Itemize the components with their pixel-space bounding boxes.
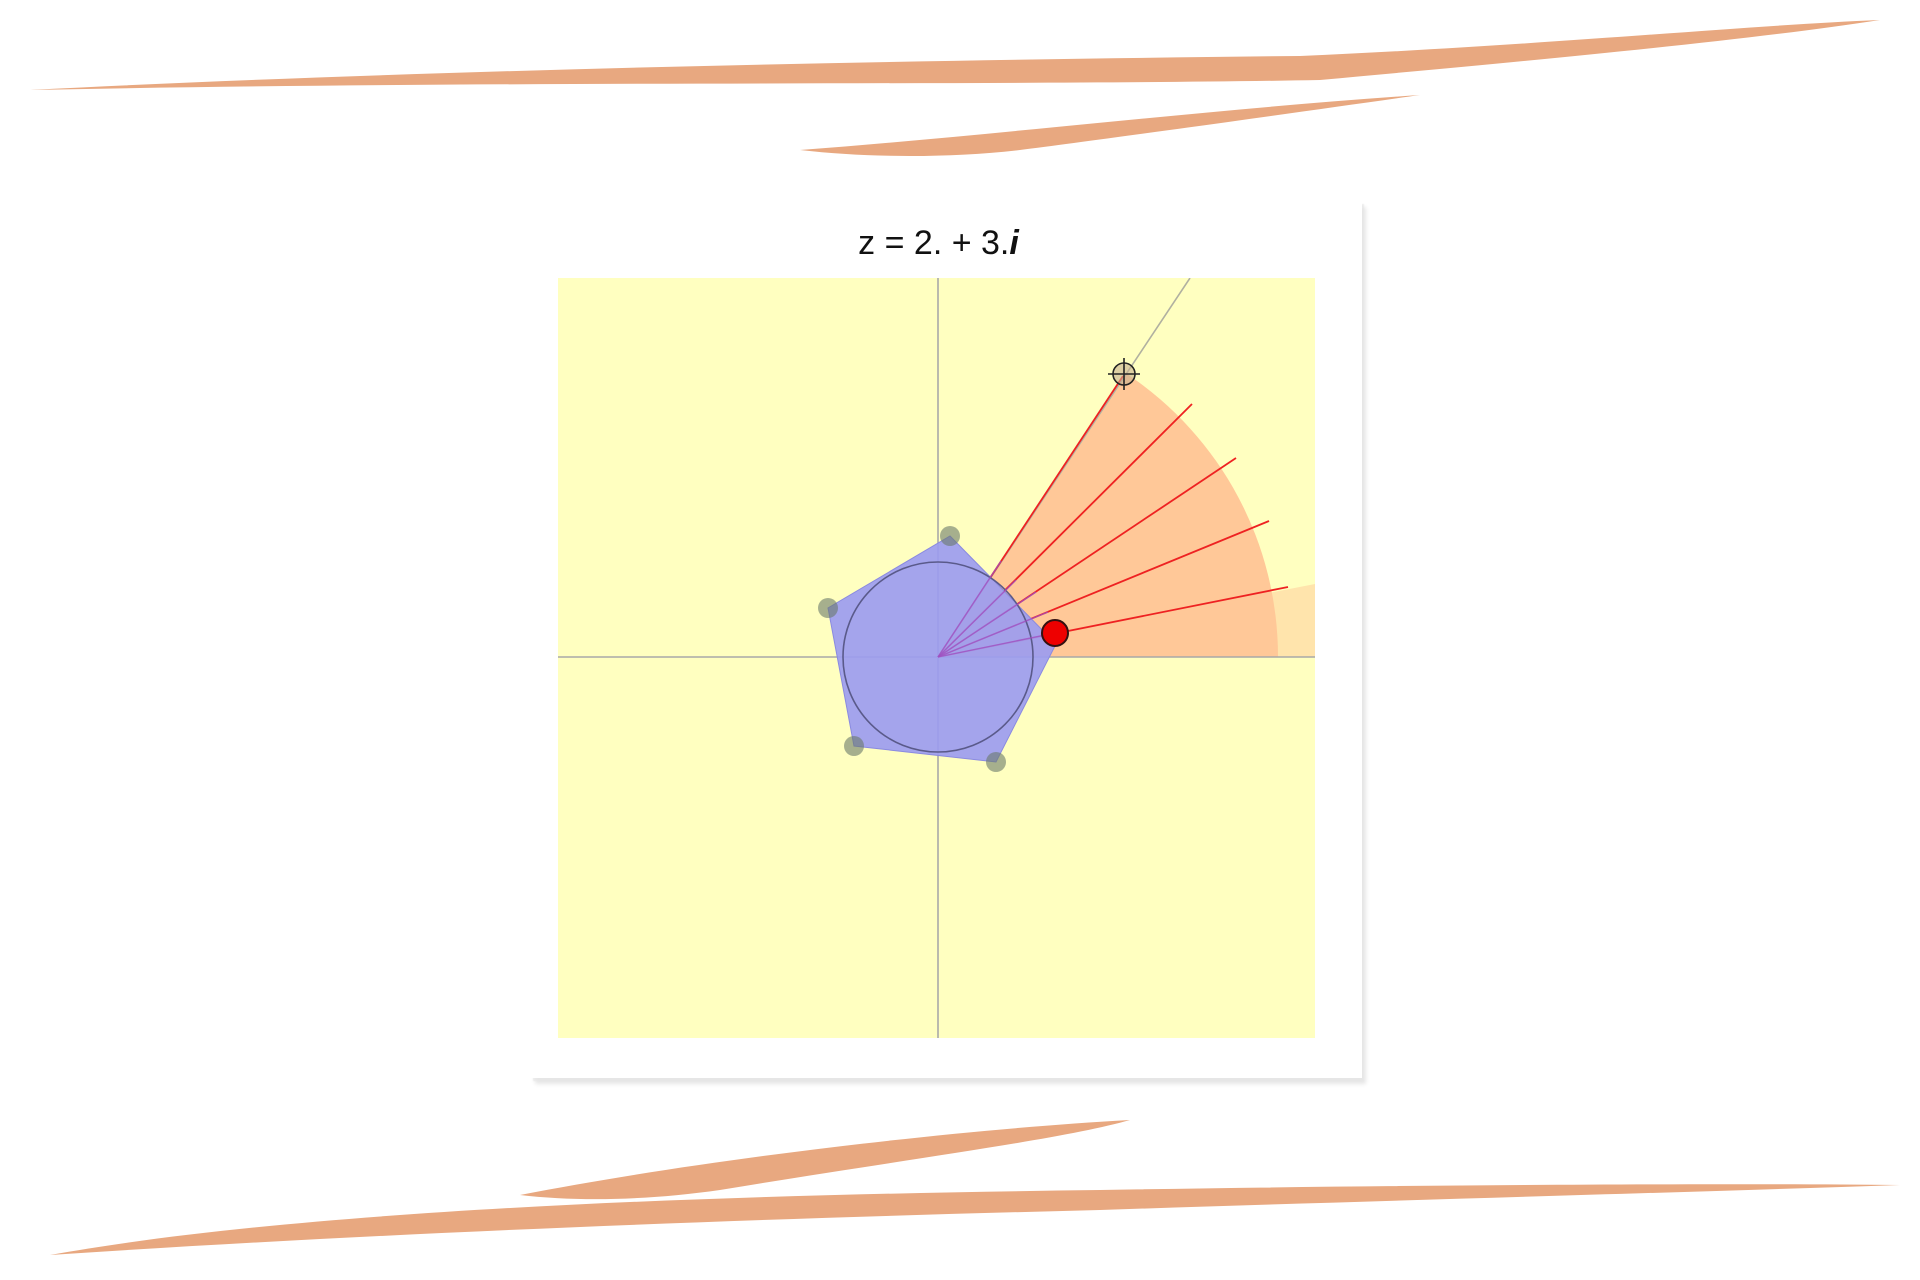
root-pentagon — [827, 535, 1057, 763]
crosshair-target-icon[interactable] — [1108, 358, 1140, 390]
complex-plane-svg[interactable] — [558, 278, 1315, 1038]
top-brush-stroke-long — [30, 20, 1880, 90]
ray-overlay-3 — [937, 591, 1037, 658]
ray-overlay-2 — [937, 579, 1017, 658]
plot-title-imaginary-unit: i — [1009, 224, 1019, 262]
pentagon-vertex-4[interactable] — [986, 752, 1006, 772]
complex-plane-plot[interactable] — [558, 278, 1315, 1038]
plot-title-expression: z = 2. + 3. — [858, 224, 1010, 262]
bottom-brush-stroke-short — [520, 1120, 1130, 1200]
pentagon-vertex-3[interactable] — [844, 736, 864, 756]
bottom-brush-stroke-long — [50, 1184, 1900, 1255]
red-handle-point-icon[interactable] — [1041, 619, 1069, 647]
top-brush-stroke-short — [800, 95, 1420, 156]
angle-sector — [938, 374, 1279, 657]
graphics-panel: z = 2. + 3.i — [531, 201, 1362, 1078]
plot-title: z = 2. + 3.i — [531, 223, 1346, 263]
ray-overlay-5 — [937, 632, 1056, 658]
unit-circle — [842, 561, 1034, 753]
pentagon-vertex-1[interactable] — [940, 526, 960, 546]
ray-overlay — [937, 560, 1056, 658]
pentagon-vertex-2[interactable] — [818, 598, 838, 618]
ray-overlay-1 — [937, 560, 1002, 658]
ray-overlay-4 — [937, 611, 1049, 658]
